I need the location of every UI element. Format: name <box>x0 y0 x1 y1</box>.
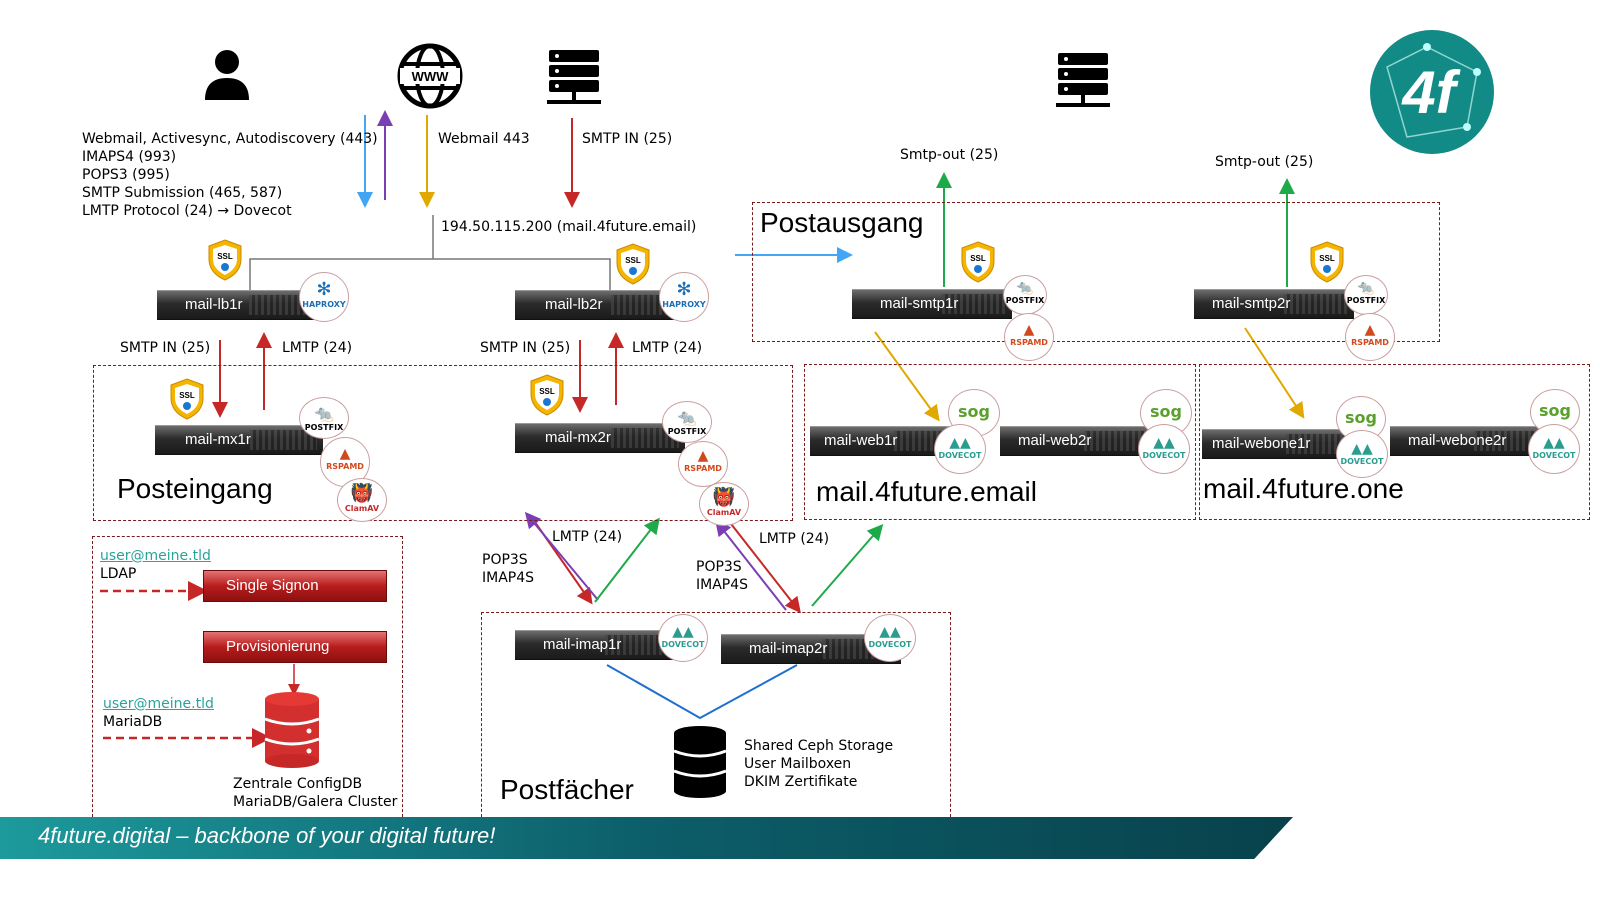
arrow-smtp1-web1 <box>874 331 940 422</box>
server-single-signon[interactable]: Single Signon <box>203 570 387 602</box>
footer-banner: 4future.digital – backbone of your digit… <box>0 817 1293 859</box>
server-imap1[interactable]: mail-imap1r <box>515 630 675 660</box>
dovecot-icon: ▲▲DOVECOT <box>1336 430 1388 478</box>
database-icon <box>263 691 321 769</box>
clamav-icon: 👹ClamAV <box>337 478 387 522</box>
svg-text:SSL: SSL <box>625 256 641 265</box>
clamav-icon: 👹ClamAV <box>699 482 749 526</box>
zone-email <box>804 364 1196 520</box>
client-protocols: Webmail, Activesync, Autodiscovery (443)… <box>82 131 378 219</box>
config-user-email-1[interactable]: user@meine.tld <box>100 548 211 564</box>
server-mx2[interactable]: mail-mx2r <box>515 423 685 453</box>
zone-postausgang-title: Postausgang <box>760 207 924 238</box>
zone-postausgang <box>752 202 1440 342</box>
user-icon <box>203 48 251 100</box>
server-lb2[interactable]: mail-lb2r <box>515 290 685 320</box>
zone-posteingang-title: Posteingang <box>117 473 273 504</box>
brand-logo: 4f <box>1367 27 1497 157</box>
config-user-email-2[interactable]: user@meine.tld <box>103 696 214 712</box>
label-smtp-in-lb2: SMTP IN (25) <box>480 340 571 356</box>
smtp-in-label: SMTP IN (25) <box>582 131 673 147</box>
zone-posteingang <box>93 365 793 521</box>
server-smtp1[interactable]: mail-smtp1r <box>852 289 1012 319</box>
ssl-shield-icon: SSL <box>615 243 651 289</box>
label-lmtp-imap1: LMTP (24) <box>552 529 623 545</box>
server-icon <box>547 50 601 106</box>
ssl-shield-icon: SSL <box>207 239 243 285</box>
storage-database-icon <box>672 725 728 799</box>
arrow-imap1-mx2 <box>594 517 660 603</box>
sogo-icon: sog <box>1530 389 1580 435</box>
globe-www-icon: WWW <box>396 42 464 110</box>
haproxy-icon: ✻HAPROXY <box>299 272 349 322</box>
server-mx1[interactable]: mail-mx1r <box>155 425 323 455</box>
dovecot-icon: ▲▲DOVECOT <box>934 424 986 474</box>
ssl-shield-icon: SSL <box>169 378 205 424</box>
svg-text:SSL: SSL <box>970 254 986 263</box>
haproxy-icon: ✻HAPROXY <box>659 272 709 322</box>
arrow-imap2-web <box>811 523 884 607</box>
label-lmtp-lb2: LMTP (24) <box>632 340 703 356</box>
smtp-out-label-1: Smtp-out (25) <box>900 147 999 163</box>
postfix-icon: 🐀POSTFIX <box>1344 275 1388 315</box>
label-lmtp-imap2: LMTP (24) <box>759 531 830 547</box>
server-provisionierung[interactable]: Provisionierung <box>203 631 387 663</box>
dovecot-icon: ▲▲DOVECOT <box>1138 424 1190 474</box>
ssl-shield-icon: SSL <box>529 374 565 420</box>
ip-label: 194.50.115.200 (mail.4future.email) <box>441 219 697 235</box>
dovecot-icon: ▲▲DOVECOT <box>658 614 708 662</box>
svg-text:WWW: WWW <box>412 69 450 84</box>
config-mariadb-label: MariaDB <box>103 714 163 730</box>
zone-one-title: mail.4future.one <box>1203 473 1404 504</box>
server-webone2[interactable]: mail-webone2r <box>1390 426 1540 456</box>
svg-text:SSL: SSL <box>217 252 233 261</box>
arrow-smtp2-webone1 <box>1244 327 1305 419</box>
rspamd-icon: ▲RSPAMD <box>678 441 728 487</box>
zone-email-title: mail.4future.email <box>816 476 1037 507</box>
svg-text:4f: 4f <box>1401 59 1460 126</box>
postfix-icon: 🐀POSTFIX <box>662 401 712 443</box>
server-smtp2[interactable]: mail-smtp2r <box>1194 289 1354 319</box>
svg-text:SSL: SSL <box>179 391 195 400</box>
ssl-shield-icon: SSL <box>1309 241 1345 287</box>
zone-postfaecher-title: Postfächer <box>500 774 634 805</box>
postfix-icon: 🐀POSTFIX <box>1003 275 1047 315</box>
rspamd-icon: ▲RSPAMD <box>1345 313 1395 361</box>
arrow-mx2-imap2 <box>727 519 801 614</box>
server-lb1[interactable]: mail-lb1r <box>157 290 320 320</box>
dovecot-icon: ▲▲DOVECOT <box>864 614 916 662</box>
dovecot-icon: ▲▲DOVECOT <box>1528 424 1580 474</box>
server-icon-right <box>1056 53 1110 109</box>
svg-text:SSL: SSL <box>539 387 555 396</box>
svg-text:SSL: SSL <box>1319 254 1335 263</box>
zone-one <box>1199 364 1590 520</box>
smtp-out-label-2: Smtp-out (25) <box>1215 154 1314 170</box>
storage-links <box>606 664 798 720</box>
arrow-imap2-mx2 <box>715 519 787 611</box>
rspamd-icon: ▲RSPAMD <box>1004 313 1054 361</box>
server-webone1[interactable]: mail-webone1r <box>1202 429 1352 459</box>
config-ldap-label: LDAP <box>100 566 137 582</box>
arrow-imap1-mx1 <box>524 511 599 601</box>
label-lmtp-lb1: LMTP (24) <box>282 340 353 356</box>
footer-tagline: 4future.digital – backbone of your digit… <box>38 823 496 848</box>
label-smtp-in-lb1: SMTP IN (25) <box>120 340 211 356</box>
postfix-icon: 🐀POSTFIX <box>299 397 349 439</box>
ssl-shield-icon: SSL <box>960 241 996 287</box>
server-web2[interactable]: mail-web2r <box>1000 426 1150 456</box>
ip-bracket <box>249 258 611 292</box>
webmail-label: Webmail 443 <box>438 131 530 147</box>
